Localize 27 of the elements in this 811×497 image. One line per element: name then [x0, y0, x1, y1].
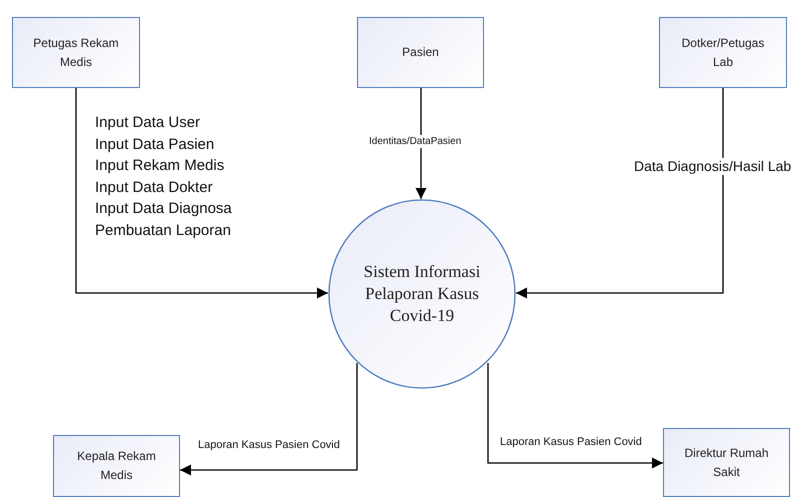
node-label: Petugas Rekam Medis [32, 34, 120, 70]
arrow [516, 88, 724, 298]
entity-box [357, 17, 484, 88]
edge-label: Laporan Kasus Pasien Covid [500, 435, 642, 449]
node-label: Dotker/Petugas Lab [680, 34, 766, 70]
arrow [416, 88, 426, 199]
entity-box [659, 17, 787, 88]
edge-label: Identitas/DataPasien [369, 135, 462, 148]
arrow [180, 363, 358, 476]
node-label: Kepala Rekam Medis [76, 448, 157, 484]
flow-label: Input Data Dokter [95, 178, 213, 196]
process-circle [328, 199, 516, 389]
arrow [487, 363, 663, 468]
entity-box [53, 435, 180, 497]
flow-label: Input Data Diagnosa [95, 200, 232, 218]
edge-label: Data Diagnosis/Hasil Lab [634, 158, 792, 175]
node-label: Pasien [401, 44, 440, 61]
arrow [75, 88, 328, 298]
node-label: Direktur Rumah Sakit [683, 444, 770, 480]
node-label: Sistem Informasi Pelaporan Kasus Covid-19 [362, 261, 482, 327]
entity-box [663, 428, 790, 497]
flow-label: Pembuatan Laporan [95, 222, 231, 240]
edge-label: Laporan Kasus Pasien Covid [198, 438, 340, 452]
flow-label: Input Rekam Medis [95, 157, 224, 175]
flow-label: Input Data Pasien [95, 136, 214, 154]
entity-box [12, 17, 140, 88]
flow-label: Input Data User [95, 114, 200, 132]
